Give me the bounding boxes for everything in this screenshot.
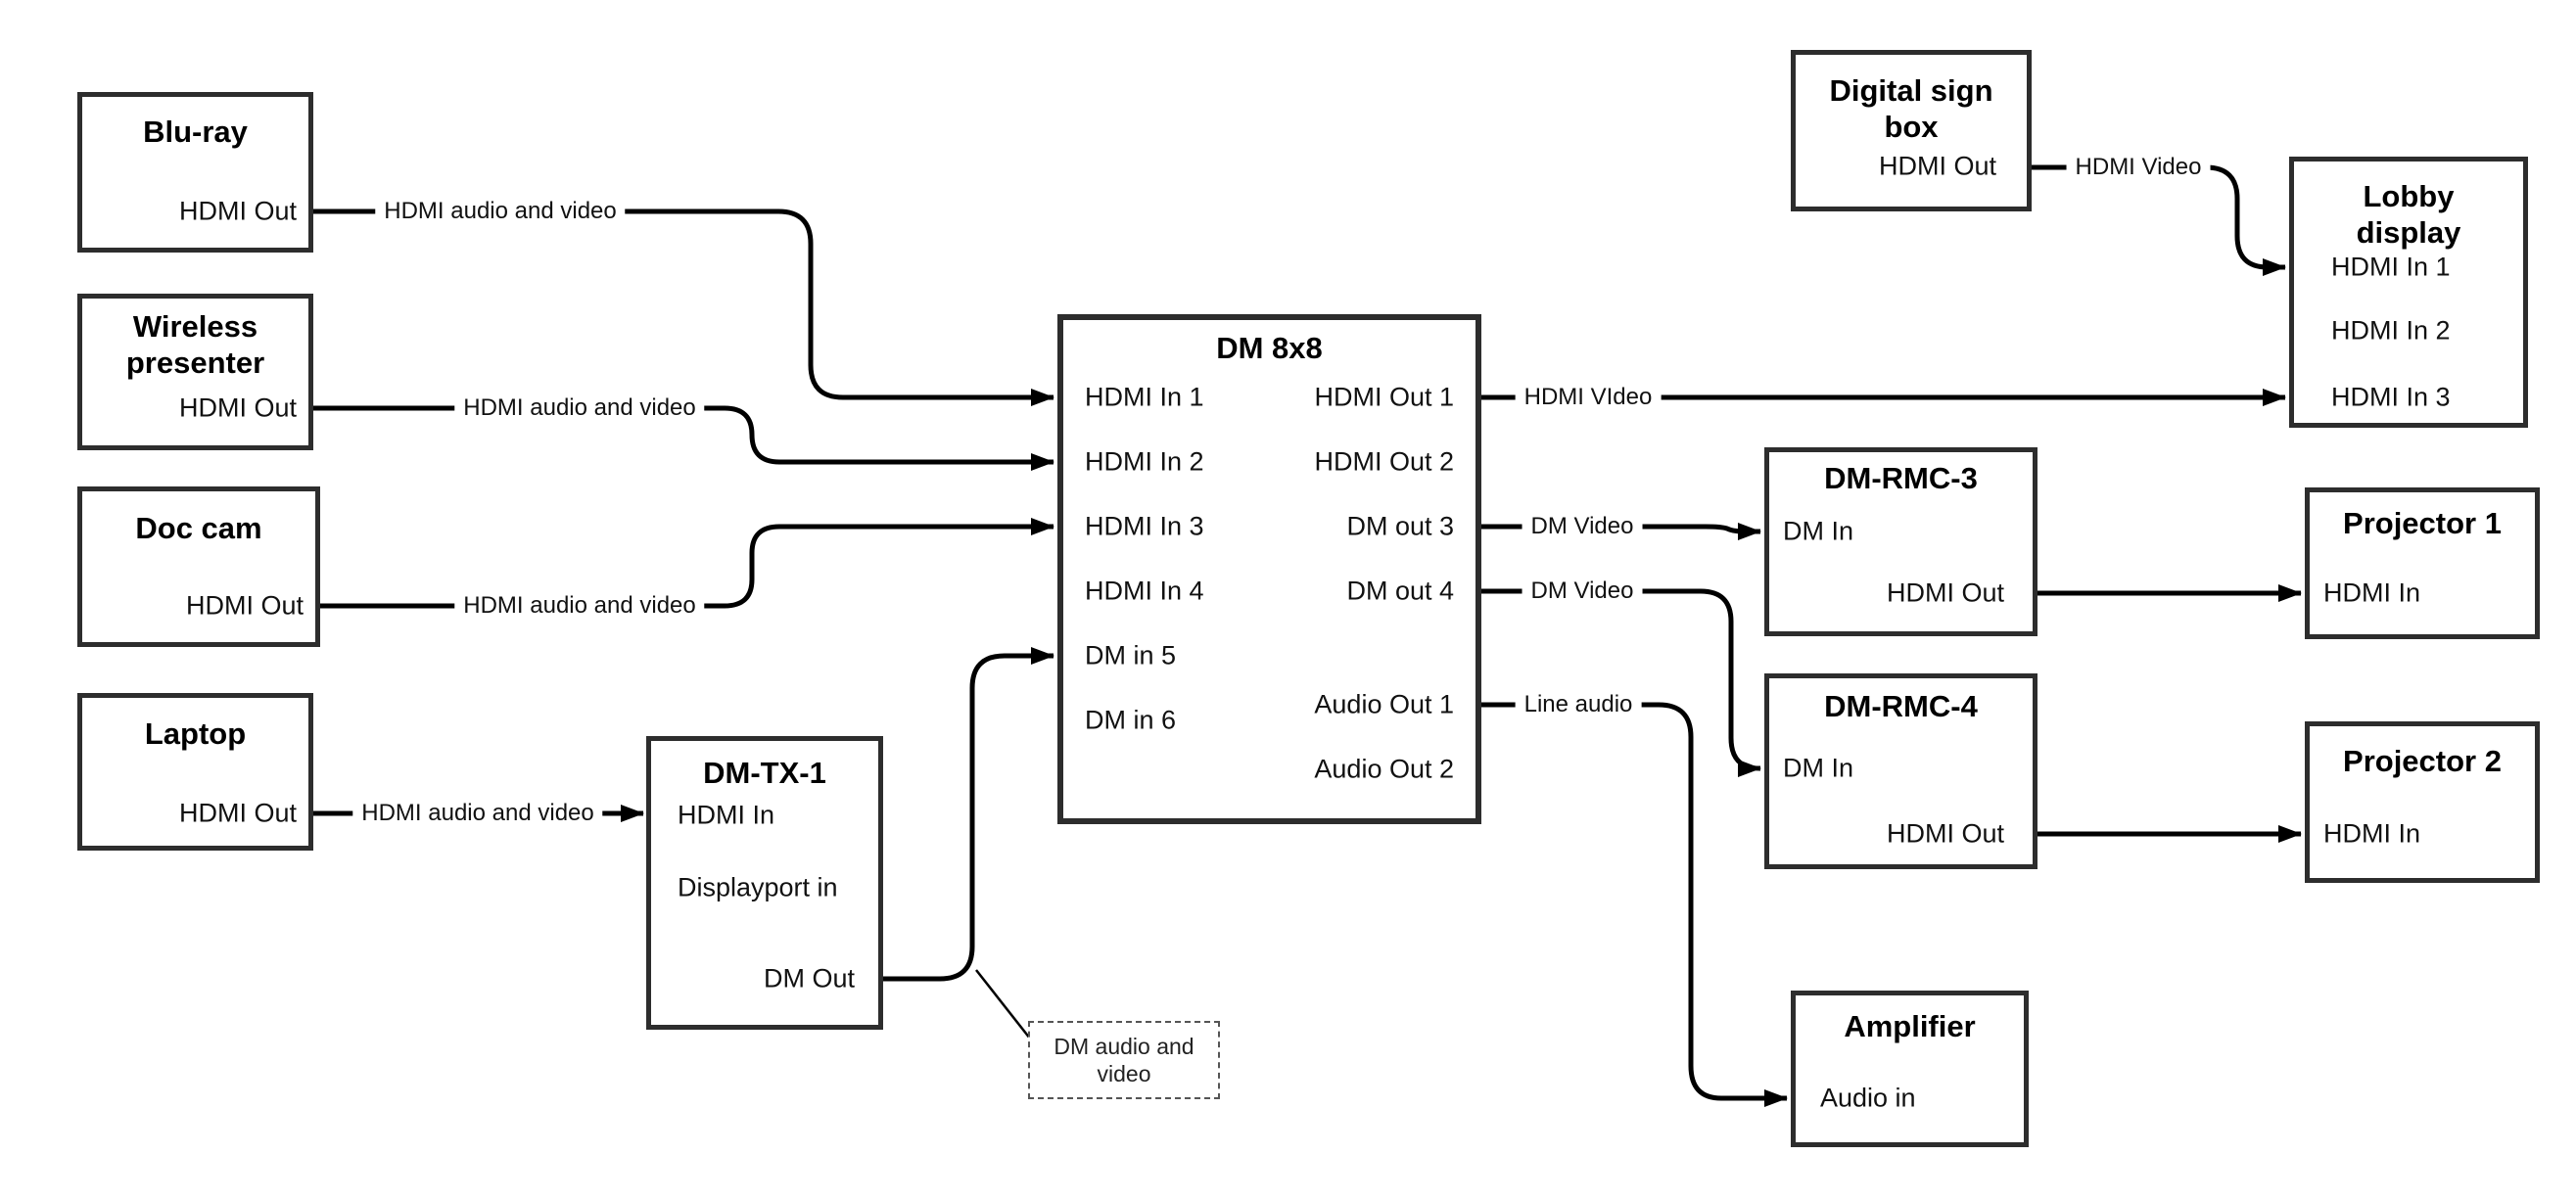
lobby-port-hdmi-in-3: HDMI In 3 — [2331, 382, 2451, 412]
rmc4-port-hdmi-out: HDMI Out — [1886, 818, 2004, 849]
wireless-title-line2: presenter — [125, 346, 265, 380]
proj1-port-hdmi-in: HDMI In — [2323, 577, 2421, 608]
cable-label-laptop: HDMI audio and video — [352, 800, 603, 827]
device-box-lobby-display: Lobby display HDMI In 1 HDMI In 2 HDMI I… — [2289, 157, 2528, 428]
cable-label-wireless: HDMI audio and video — [454, 394, 705, 422]
device-box-wireless-presenter: Wireless presenter HDMI Out — [77, 294, 313, 450]
rmc3-title: DM-RMC-3 — [1824, 461, 1978, 495]
dm8x8-port-dm-in-5: DM in 5 — [1085, 640, 1177, 670]
doccam-port-hdmi-out: HDMI Out — [185, 590, 304, 621]
note-line1: DM audio and — [1054, 1034, 1194, 1059]
dm8x8-port-audio-out-1: Audio Out 1 — [1314, 689, 1454, 719]
amplifier-port-audio-in: Audio in — [1820, 1083, 1916, 1113]
cable-dm8x8-audio1-to-amplifier — [1481, 702, 1788, 1107]
dmtx1-port-dm-out: DM Out — [763, 963, 855, 993]
cable-label-line-audio: Line audio — [1515, 691, 1642, 718]
dm8x8-port-audio-out-2: Audio Out 2 — [1314, 754, 1454, 784]
cable-doccam-to-dm8x8-in3 — [320, 518, 1054, 609]
device-box-dm-rmc-4: DM-RMC-4 DM In HDMI Out — [1764, 673, 2037, 869]
dm8x8-port-hdmi-out-1: HDMI Out 1 — [1314, 382, 1454, 412]
cable-wireless-to-dm8x8-in2 — [313, 405, 1054, 471]
cable-bluray-to-dm8x8-in1 — [313, 208, 1054, 406]
cable-label-dm-out3: DM Video — [1522, 513, 1643, 540]
lobby-title-line2: display — [2356, 215, 2461, 250]
dm8x8-port-hdmi-in-4: HDMI In 4 — [1085, 576, 1204, 606]
cable-label-doccam: HDMI audio and video — [454, 592, 705, 620]
device-box-amplifier: Amplifier Audio in — [1791, 991, 2029, 1147]
device-box-digital-sign: Digital sign box HDMI Out — [1791, 50, 2032, 211]
rmc4-title: DM-RMC-4 — [1824, 689, 1978, 723]
digital-sign-title-line2: box — [1884, 110, 1939, 144]
cable-label-digital-sign: HDMI Video — [2066, 154, 2211, 181]
dm-audio-video-note: DM audio and video — [1028, 1021, 1220, 1099]
rmc4-port-dm-in: DM In — [1783, 753, 1854, 783]
cable-dmtx1-to-dm8x8-in5 — [883, 647, 1054, 982]
dmtx1-port-displayport-in: Displayport in — [678, 872, 838, 902]
dm8x8-port-hdmi-in-3: HDMI In 3 — [1085, 511, 1204, 541]
wireless-port-hdmi-out: HDMI Out — [178, 393, 297, 423]
rmc3-port-dm-in: DM In — [1783, 516, 1854, 546]
wireless-title-line1: Wireless — [132, 309, 258, 344]
note-line2: video — [1097, 1061, 1151, 1086]
proj2-title: Projector 2 — [2343, 744, 2502, 778]
digital-sign-title-line1: Digital sign — [1829, 73, 1993, 108]
lobby-port-hdmi-in-2: HDMI In 2 — [2331, 315, 2451, 346]
lobby-port-hdmi-in-1: HDMI In 1 — [2331, 252, 2451, 282]
dm8x8-port-dm-out-4: DM out 4 — [1346, 576, 1454, 606]
dm8x8-port-hdmi-in-1: HDMI In 1 — [1085, 382, 1204, 412]
cable-digital-sign-to-lobby-in1 — [2032, 164, 2286, 276]
dm8x8-port-dm-in-6: DM in 6 — [1085, 705, 1177, 735]
device-box-bluray: Blu-ray HDMI Out — [77, 92, 313, 253]
proj2-port-hdmi-in: HDMI In — [2323, 818, 2421, 849]
device-box-dm-tx-1: DM-TX-1 HDMI In Displayport in DM Out — [646, 736, 883, 1030]
lobby-title-line1: Lobby — [2363, 179, 2455, 213]
device-box-laptop: Laptop HDMI Out — [77, 693, 313, 851]
cable-label-dm-out4: DM Video — [1522, 577, 1643, 605]
device-box-projector-2: Projector 2 HDMI In — [2305, 721, 2540, 883]
bluray-title: Blu-ray — [143, 115, 248, 149]
doccam-title: Doc cam — [135, 511, 262, 545]
laptop-port-hdmi-out: HDMI Out — [178, 798, 297, 828]
device-box-dm-rmc-3: DM-RMC-3 DM In HDMI Out — [1764, 447, 2037, 636]
bluray-port-hdmi-out: HDMI Out — [178, 196, 297, 226]
device-box-projector-1: Projector 1 HDMI In — [2305, 487, 2540, 639]
laptop-title: Laptop — [144, 716, 247, 751]
dm8x8-title: DM 8x8 — [1216, 331, 1323, 365]
dmtx1-port-hdmi-in: HDMI In — [678, 800, 775, 830]
dmtx1-title: DM-TX-1 — [703, 756, 826, 790]
amplifier-title: Amplifier — [1844, 1009, 1976, 1043]
cable-label-bluray: HDMI audio and video — [375, 198, 626, 225]
cable-dm8x8-out3-to-rmc3 — [1481, 523, 1761, 540]
cable-label-hdmi-out1: HDMI VIdeo — [1515, 384, 1662, 411]
device-box-doc-cam: Doc cam HDMI Out — [77, 486, 320, 647]
cable-dm8x8-out4-to-rmc4 — [1481, 588, 1762, 777]
digital-sign-port-hdmi-out: HDMI Out — [1878, 151, 1996, 181]
device-box-dm-8x8: DM 8x8 HDMI In 1 HDMI In 2 HDMI In 3 HDM… — [1057, 314, 1481, 824]
dm8x8-port-hdmi-in-2: HDMI In 2 — [1085, 446, 1204, 477]
proj1-title: Projector 1 — [2343, 506, 2502, 540]
rmc3-port-hdmi-out: HDMI Out — [1886, 577, 2004, 608]
note-leader-line — [975, 969, 1031, 1039]
dm8x8-port-hdmi-out-2: HDMI Out 2 — [1314, 446, 1454, 477]
dm8x8-port-dm-out-3: DM out 3 — [1346, 511, 1454, 541]
